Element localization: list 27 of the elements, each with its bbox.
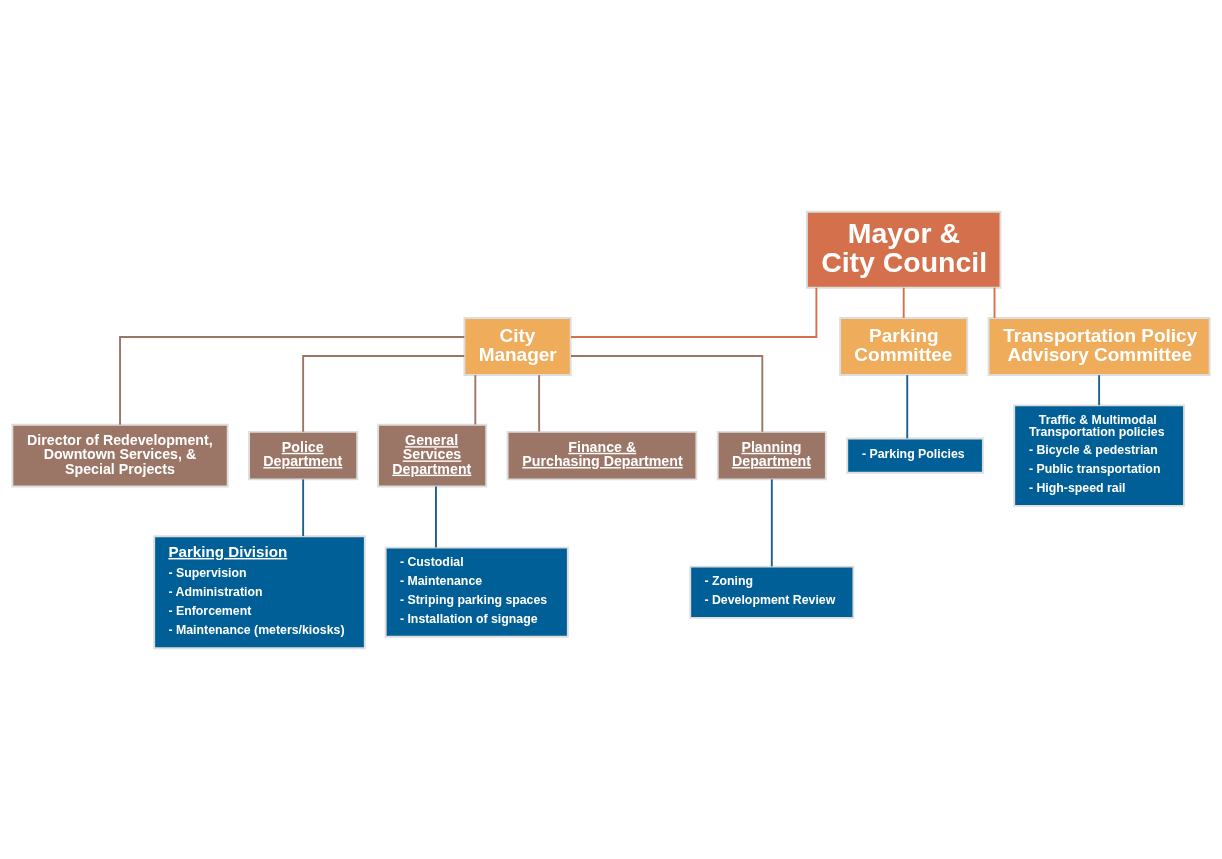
connector <box>770 477 773 567</box>
node-box: - Custodial - Maintenance - Striping parking spaces - Installation of signage <box>384 546 569 638</box>
connector <box>302 477 305 537</box>
node-box: Mayor & City Council <box>805 210 1002 289</box>
connector <box>435 485 437 549</box>
node-box: Finance & Purchasing Department <box>506 430 698 480</box>
node-box: - Zoning - Development Review <box>689 565 855 619</box>
node-box: Police Department <box>248 430 359 480</box>
node-box: Parking Committee <box>839 316 969 376</box>
connector <box>570 286 818 338</box>
connector <box>474 373 477 425</box>
node-box: General Services Department <box>377 423 488 487</box>
connector <box>902 286 905 319</box>
connector <box>1098 373 1101 406</box>
connector <box>538 373 541 432</box>
connector <box>119 335 466 426</box>
connector <box>993 286 996 319</box>
node-box: Traffic & Multimodal Transportation policies - Bicycle & pedestrian - Public transportation - High-speed rail <box>1013 403 1185 507</box>
node-box: Parking Division - Supervision - Administration - Enforcement - Maintenance (meters/kiosks) <box>153 534 366 649</box>
connector <box>570 354 764 433</box>
connector <box>906 373 909 439</box>
node-box: - Parking Policies <box>846 437 984 474</box>
node-box: Planning Department <box>716 430 827 480</box>
node-box: Director of Redevelopment, Downtown Services, & Special Projects <box>11 423 229 487</box>
node-box: Transportation Policy Advisory Committee <box>987 316 1211 376</box>
node-box: City Manager <box>463 316 572 376</box>
connector <box>302 354 466 433</box>
